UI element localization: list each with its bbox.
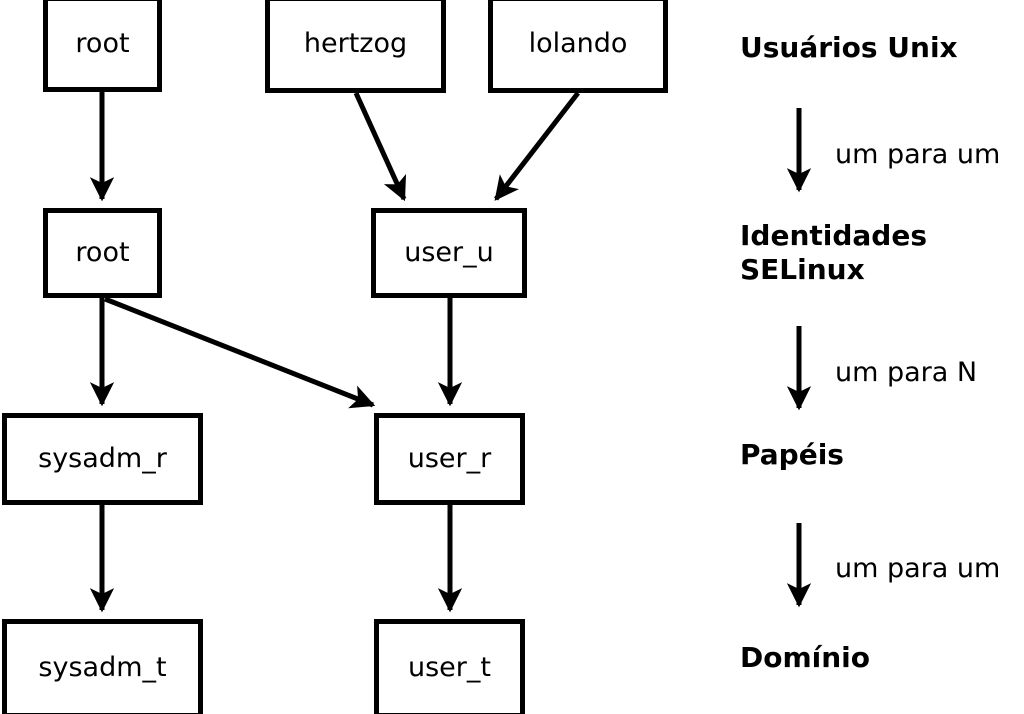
node-user-u[interactable]: user_u [371,208,527,298]
node-lolando[interactable]: lolando [488,0,668,93]
node-label: user_r [407,442,492,474]
legend-layer-unix-users: Usuários Unix [740,31,958,64]
node-label: user_u [404,236,494,268]
edge-hertzog-to-user-u [353,91,407,202]
node-hertzog[interactable]: hertzog [265,0,446,93]
node-sysadm-t[interactable]: sysadm_t [2,619,203,714]
node-user-r[interactable]: user_r [374,413,525,505]
node-label: sysadm_r [38,442,167,474]
legend-relation-3: um para um [835,553,1001,584]
node-root-unix[interactable]: root [43,0,162,92]
legend-relation-2: um para N [835,357,978,388]
node-user-t[interactable]: user_t [374,619,525,714]
node-label: hertzog [303,28,408,59]
legend-layer-roles: Papéis [740,438,844,471]
legend-relation-1: um para um [835,139,1001,170]
edge-lolando-to-user-u [494,91,580,201]
node-label: sysadm_t [38,652,167,683]
node-label: root [75,236,130,268]
legend-layer-selinux-identities: Identidades SELinux [740,219,928,286]
node-root-selinux[interactable]: root [43,208,162,298]
edge-root-to-user-r [104,296,376,409]
node-sysadm-r[interactable]: sysadm_r [2,413,203,505]
node-label: user_t [408,652,491,683]
legend-layer-domains: Domínio [740,641,871,674]
node-label: lolando [528,28,628,59]
node-label: root [75,27,130,59]
